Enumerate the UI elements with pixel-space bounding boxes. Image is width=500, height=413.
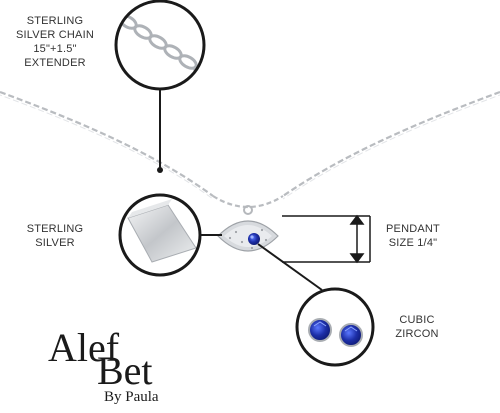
evil-eye-pendant-icon bbox=[217, 205, 279, 252]
brand-logo-byline: By Paula bbox=[104, 389, 159, 405]
chain-label: STERLING SILVER CHAIN 15"+1.5" EXTENDER bbox=[16, 15, 94, 69]
brand-logo-line1: Alef bbox=[48, 325, 120, 370]
zircon-label: CUBIC ZIRCON bbox=[395, 314, 439, 340]
pendant-size-label: PENDANT SIZE 1/4" bbox=[386, 223, 440, 249]
chain-link-closeup-icon bbox=[116, 1, 204, 89]
silver-sheet-icon bbox=[120, 195, 200, 275]
blue-gemstones-icon bbox=[297, 289, 373, 365]
zircon-detail-callout bbox=[257, 243, 375, 367]
brand-logo-line2: Bet bbox=[97, 348, 153, 393]
necklace-chain bbox=[0, 90, 500, 208]
pendant-size-dimension bbox=[282, 214, 371, 264]
silver-label: STERLING SILVER bbox=[26, 223, 84, 249]
chain-detail-callout bbox=[114, 0, 206, 173]
silver-detail-callout bbox=[118, 193, 222, 277]
